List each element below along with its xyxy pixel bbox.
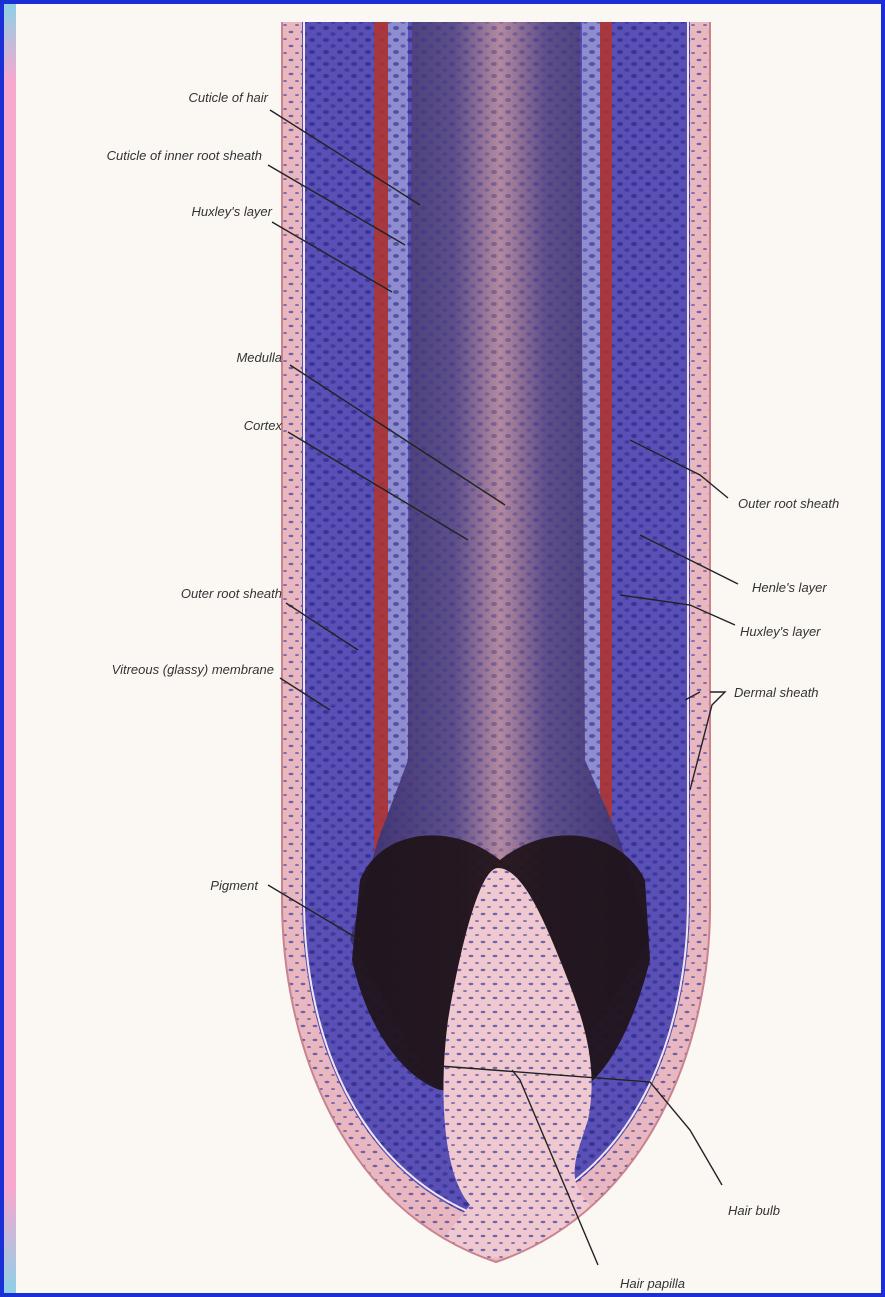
label-vitreous-membrane: Vitreous (glassy) membrane [112, 662, 274, 677]
label-medulla: Medulla [236, 350, 282, 365]
label-huxleys-layer-right: Huxley's layer [740, 624, 821, 639]
label-hair-bulb: Hair bulb [728, 1203, 780, 1218]
inner-sheath-right [600, 22, 612, 822]
label-huxleys-layer-left: Huxley's layer [191, 204, 272, 219]
label-outer-root-sheath-right: Outer root sheath [738, 496, 839, 511]
left-color-strip [4, 4, 16, 1293]
hair-follicle [280, 20, 712, 1270]
label-dermal-sheath: Dermal sheath [734, 685, 819, 700]
label-pigment: Pigment [210, 878, 259, 893]
inner-sheath-left [374, 22, 388, 882]
label-cuticle-of-hair: Cuticle of hair [189, 90, 269, 105]
label-cortex: Cortex [244, 418, 283, 433]
label-hair-papilla: Hair papilla [620, 1276, 685, 1291]
label-henles-layer: Henle's layer [752, 580, 827, 595]
label-outer-root-sheath-left: Outer root sheath [181, 586, 282, 601]
label-cuticle-inner-root-sheath: Cuticle of inner root sheath [107, 148, 262, 163]
